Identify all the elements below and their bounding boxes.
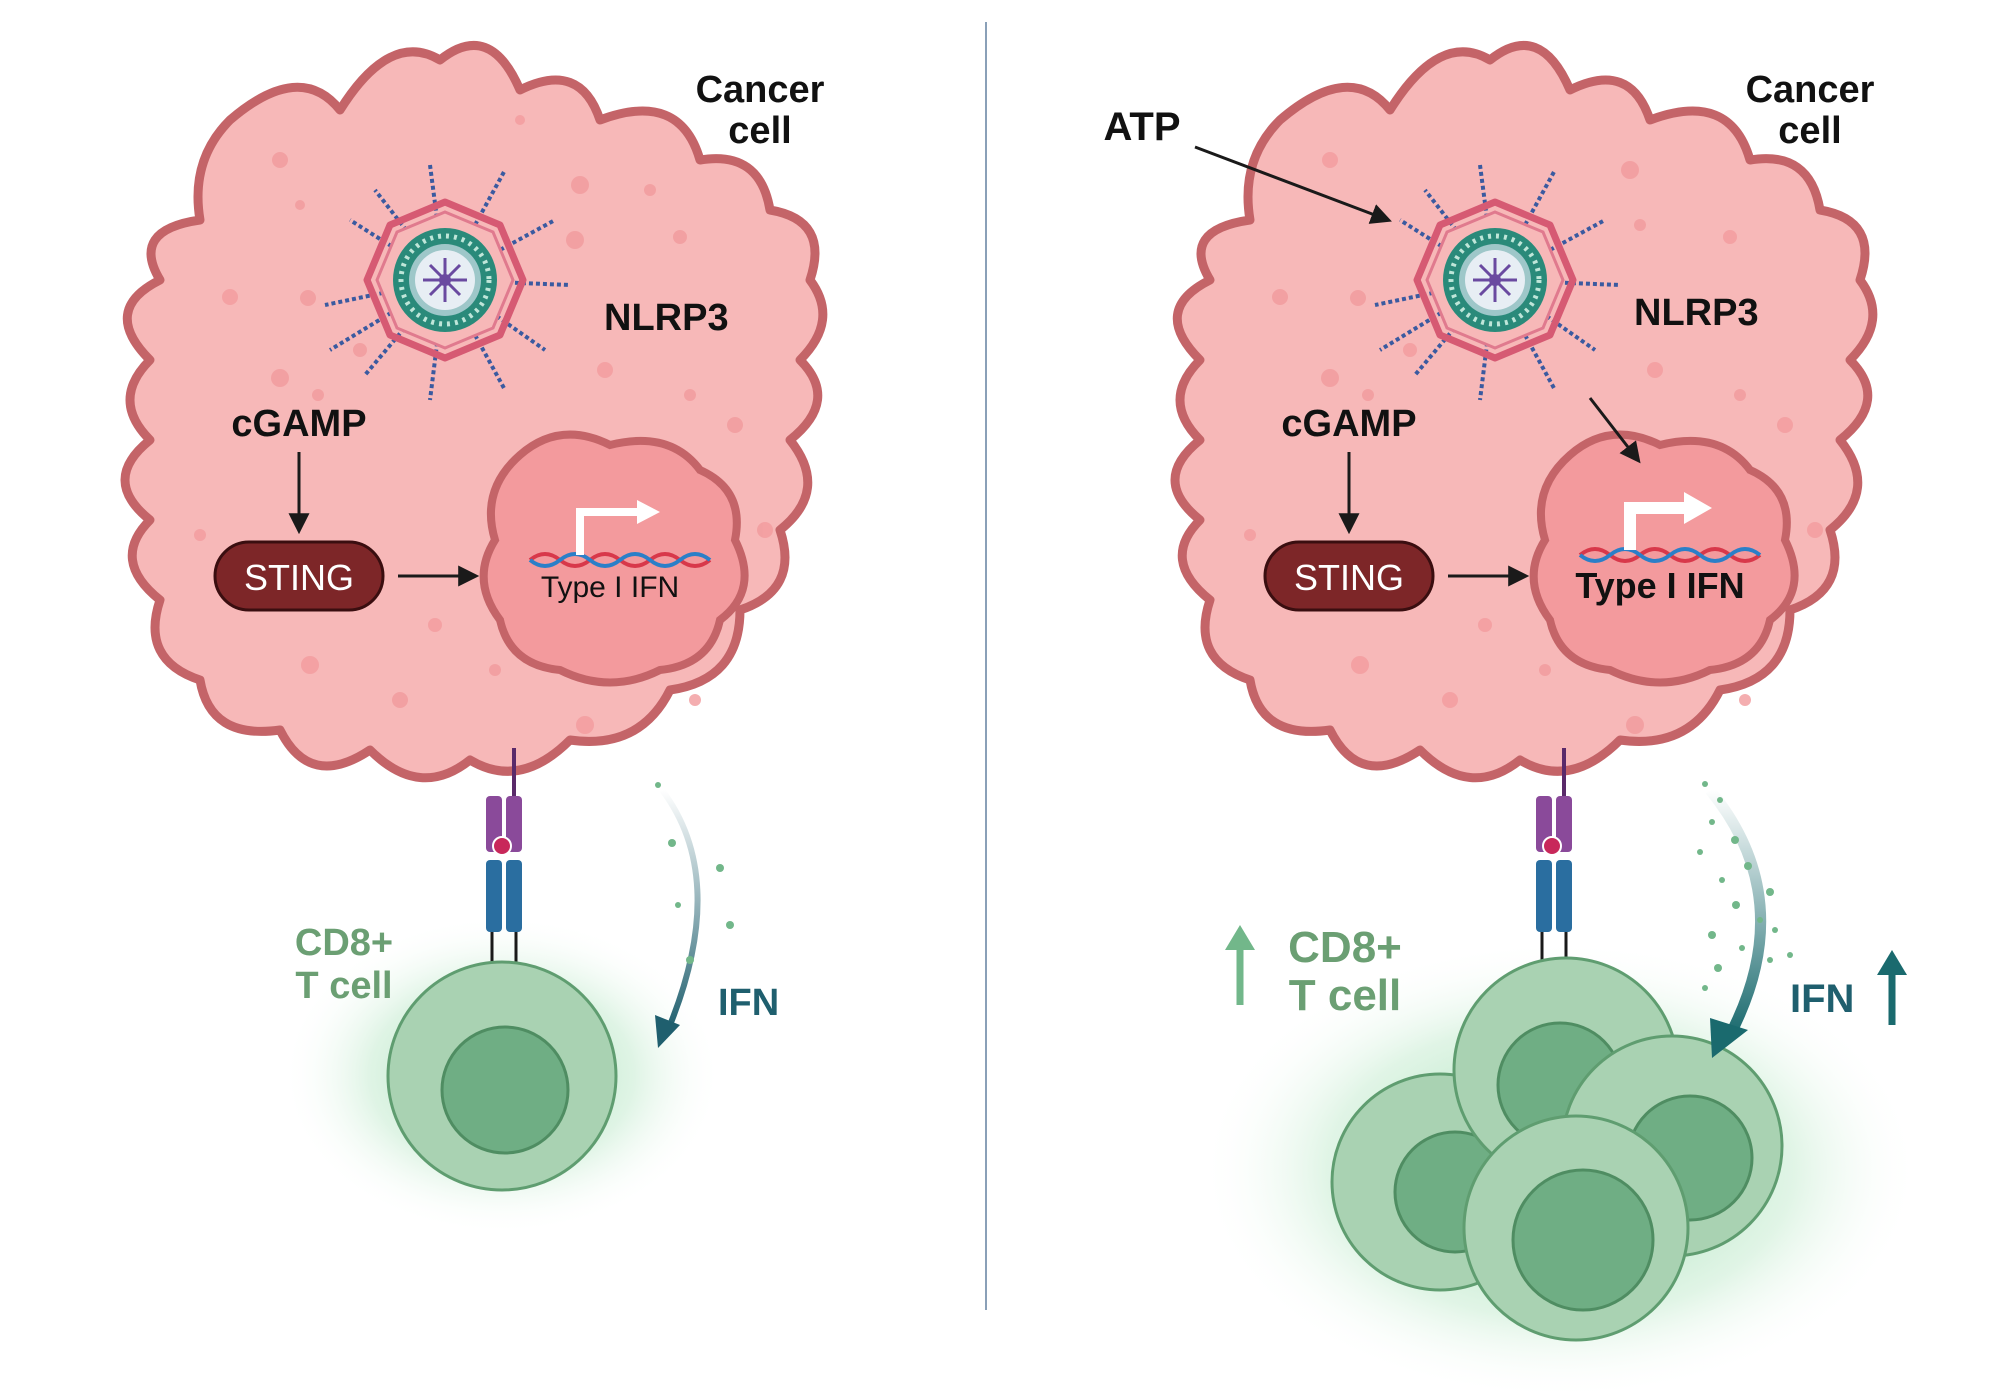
sting-label: STING [1294, 557, 1404, 598]
sting-label: STING [244, 557, 354, 598]
nucleus [479, 430, 749, 687]
sting-box [1263, 540, 1435, 612]
cgamp-label: cGAMP [1281, 403, 1416, 445]
cd8-label-line1: CD8+ [1288, 923, 1402, 972]
cd8-increase-arrow-icon [1225, 925, 1255, 1005]
nlrp3-inflammasome-icon [324, 164, 571, 401]
sting-box [213, 540, 385, 612]
atp-to-nlrp3-arrow [1194, 145, 1392, 224]
t-cell-nucleus [440, 1025, 570, 1155]
ifn-particles [1697, 781, 1793, 991]
ifn-label: IFN [718, 982, 779, 1024]
cd8-label-line2: T cell [1289, 971, 1402, 1020]
ifn-curved-arrow [1705, 786, 1767, 1038]
atp-label: ATP [1103, 105, 1180, 149]
ifn-particles [655, 782, 734, 964]
transcription-arrowhead-icon [1684, 492, 1712, 524]
transcription-arrowhead-icon [637, 500, 660, 524]
cancer-cell-label-line2: cell [728, 110, 791, 152]
cancer-cell-body [120, 41, 828, 783]
cancer-cell-label-line1: Cancer [1746, 69, 1875, 111]
dna-icon [528, 552, 712, 568]
type1-ifn-label: Type I IFN [541, 571, 679, 604]
type1-ifn-label: Type I IFN [1575, 565, 1744, 606]
nlrp3-label: NLRP3 [604, 297, 729, 339]
t-cell-cluster [1330, 956, 1784, 1342]
cgamp-label: cGAMP [231, 403, 366, 445]
cd8-label-line2: T cell [295, 965, 392, 1007]
cd8-label-line1: CD8+ [295, 922, 393, 964]
left-panel: STING Cancer cell NLRP3 cGAMP Type I IFN [120, 41, 828, 1235]
cancer-cell-label-line1: Cancer [696, 69, 825, 111]
tcr-receptor-icon [1536, 748, 1572, 990]
ifn-curved-arrow [659, 788, 701, 1032]
transcription-arrow-icon [1624, 502, 1690, 550]
dna-icon [1578, 547, 1762, 563]
ifn-arrowhead-icon [655, 1015, 680, 1048]
ifn-label: IFN [1790, 977, 1854, 1021]
cancer-cell-label-line2: cell [1778, 110, 1841, 152]
ifn-arrowhead-icon [1710, 1018, 1748, 1058]
transcription-arrow-icon [576, 508, 640, 555]
right-panel: STING ATP Cancer cell NLRP3 cGAMP Type I… [1103, 41, 1920, 1400]
cancer-cell-body [1170, 41, 1878, 783]
nlrp3-to-nucleus-arrow [1588, 397, 1641, 464]
nlrp3-label: NLRP3 [1634, 292, 1759, 334]
ifn-increase-arrow-icon [1877, 950, 1907, 1025]
nlrp3-inflammasome-icon [1374, 164, 1621, 401]
